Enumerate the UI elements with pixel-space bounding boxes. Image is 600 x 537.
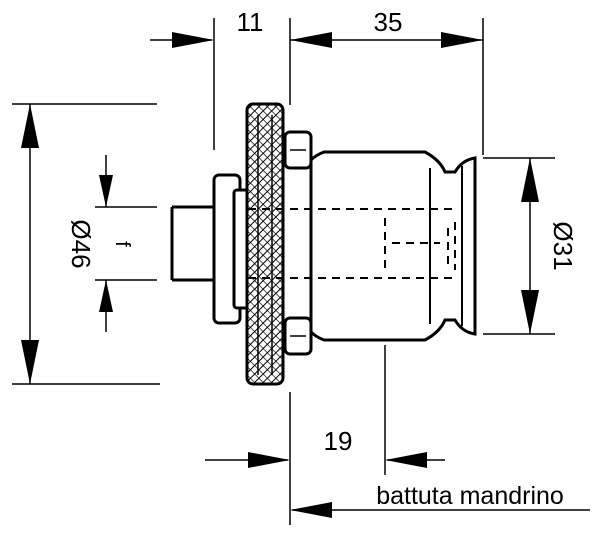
label-19: 19 [324,426,353,456]
arrow-46-bottom [21,340,39,384]
label-f: f [111,241,133,247]
part-outline [170,102,477,386]
arrow-f-bottom [99,280,113,312]
label-35: 35 [374,7,403,37]
arrow-11-left [172,32,214,48]
label-diameter-31: Ø31 [548,221,578,270]
arrow-19-left [248,452,290,468]
dimension-lines [21,32,590,518]
extension-lines [12,18,555,525]
main-body [309,150,477,342]
hidden-lines [248,208,456,279]
dimension-labels: 11 35 Ø46 f Ø31 19 battuta mandrino [66,7,578,510]
label-diameter-46: Ø46 [66,219,96,268]
arrow-46-top [21,104,39,148]
label-battuta-mandrino: battuta mandrino [376,482,564,510]
arrow-35-right [441,32,483,48]
arrow-31-top [521,158,539,202]
knurled-flange [245,102,285,386]
arrow-f-top [99,175,113,207]
shaft [170,205,214,282]
arrow-battuta [290,502,332,518]
label-11: 11 [237,7,264,37]
arrow-19-right [385,452,427,468]
arrow-31-bottom [521,290,539,334]
